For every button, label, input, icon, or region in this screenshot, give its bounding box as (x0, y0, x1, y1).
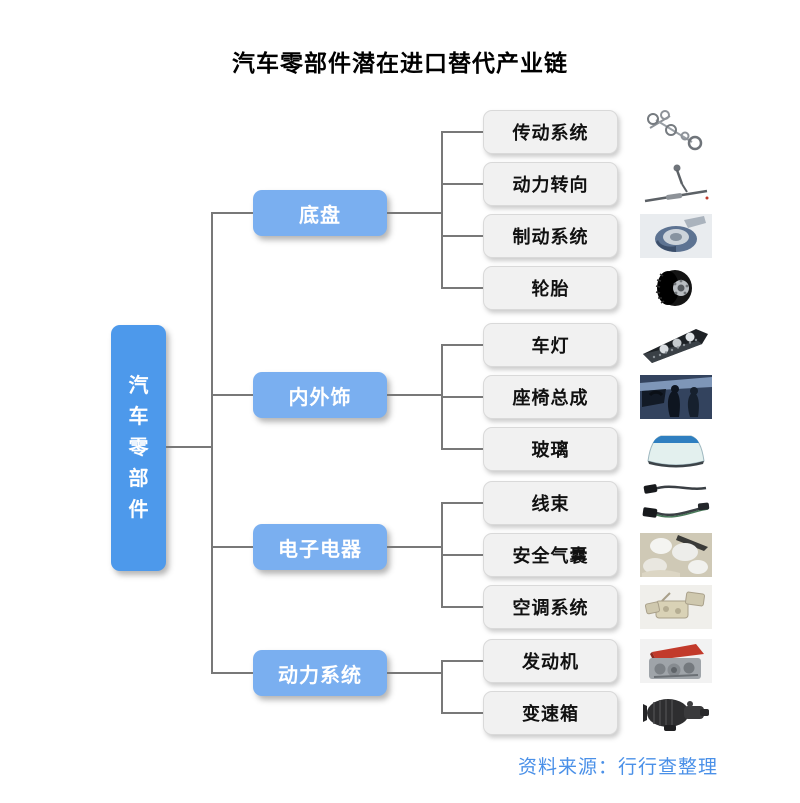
connector-line (441, 606, 483, 608)
connector-line (211, 672, 253, 674)
root-node-label: 汽车零部件 (128, 374, 149, 521)
leaf-label: 变速箱 (522, 704, 579, 724)
leaf-label: 空调系统 (512, 598, 589, 618)
wire-harness-photo (640, 479, 712, 527)
connector-line (441, 712, 483, 714)
engine-photo (640, 637, 712, 685)
seat-photo (640, 373, 712, 421)
connector-line (387, 394, 443, 396)
category-node-powertrain: 动力系统 (253, 650, 387, 696)
connector-line (441, 660, 483, 662)
leaf-label: 线束 (531, 494, 570, 514)
leaf-label: 制动系统 (512, 227, 589, 247)
airbag-photo (640, 531, 712, 579)
leaf-label: 动力转向 (512, 175, 589, 195)
headlight-photo (640, 321, 712, 369)
category-label: 底盘 (299, 204, 341, 227)
connector-line (211, 212, 213, 673)
category-label: 动力系统 (278, 664, 362, 687)
gearbox-photo (640, 689, 712, 737)
category-label: 内外饰 (288, 386, 352, 409)
root-node-auto-parts: 汽车零部件 (111, 325, 166, 571)
leaf-node-gearbox: 变速箱 (483, 691, 618, 735)
leaf-node-airbag: 安全气囊 (483, 533, 618, 577)
drivetrain-photo (640, 108, 712, 156)
connector-line (441, 235, 483, 237)
leaf-node-headlights: 车灯 (483, 323, 618, 367)
category-node-chassis: 底盘 (253, 190, 387, 236)
windshield-photo (640, 425, 712, 473)
connector-line (441, 554, 483, 556)
ac-system-photo (640, 583, 712, 631)
category-node-interior-exterior: 内外饰 (253, 372, 387, 418)
connector-line (211, 394, 253, 396)
leaf-node-wire-harness: 线束 (483, 481, 618, 525)
brake-photo (640, 212, 712, 260)
connector-line (441, 183, 483, 185)
leaf-label: 轮胎 (531, 279, 570, 299)
leaf-label: 玻璃 (531, 440, 570, 460)
connector-line (441, 344, 483, 346)
category-label: 电子电器 (278, 538, 362, 561)
steering-photo (640, 160, 712, 208)
connector-line (441, 448, 483, 450)
connector-line (387, 546, 443, 548)
leaf-label: 安全气囊 (512, 546, 589, 566)
leaf-node-engine: 发动机 (483, 639, 618, 683)
connector-line (387, 672, 443, 674)
connector-line (441, 396, 483, 398)
connector-line (441, 287, 483, 289)
leaf-node-power-steering: 动力转向 (483, 162, 618, 206)
leaf-node-seat-assembly: 座椅总成 (483, 375, 618, 419)
leaf-node-glass: 玻璃 (483, 427, 618, 471)
leaf-label: 座椅总成 (512, 388, 589, 408)
leaf-label: 传动系统 (512, 123, 589, 143)
category-node-electronics: 电子电器 (253, 524, 387, 570)
leaf-node-brake-system: 制动系统 (483, 214, 618, 258)
tire-photo (640, 264, 712, 312)
source-credit: 资料来源：行行查整理 (517, 757, 718, 778)
connector-line (441, 660, 443, 714)
connector-line (441, 502, 483, 504)
leaf-label: 发动机 (522, 652, 579, 672)
connector-line (211, 212, 253, 214)
leaf-node-transmission: 传动系统 (483, 110, 618, 154)
leaf-label: 车灯 (531, 336, 570, 356)
connector-line (387, 212, 443, 214)
leaf-node-ac-system: 空调系统 (483, 585, 618, 629)
connector-line (166, 446, 213, 448)
connector-line (211, 546, 253, 548)
page-title: 汽车零部件潜在进口替代产业链 (232, 50, 568, 76)
connector-line (441, 131, 483, 133)
connector-line (441, 131, 443, 289)
leaf-node-tires: 轮胎 (483, 266, 618, 310)
